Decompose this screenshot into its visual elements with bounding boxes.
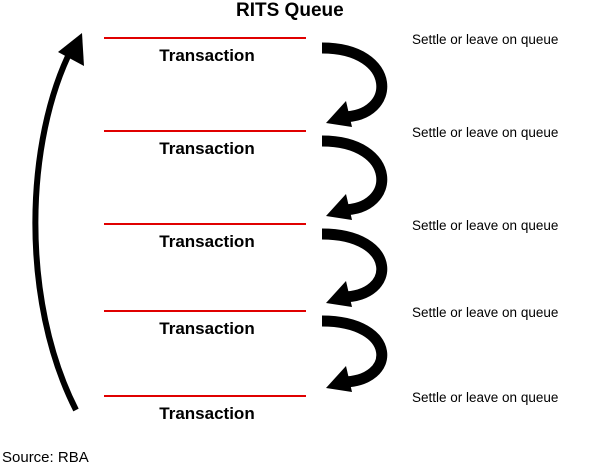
arrowhead-icon — [326, 281, 352, 307]
arrowhead-icon — [326, 366, 352, 392]
settle-label: Settle or leave on queue — [412, 390, 559, 405]
source-note: Source: RBA — [2, 449, 89, 466]
transaction-label: Transaction — [159, 319, 255, 338]
settle-label: Settle or leave on queue — [412, 305, 559, 320]
arrowhead-icon — [326, 194, 352, 220]
settle-arrow — [321, 135, 388, 216]
transaction-label: Transaction — [159, 139, 255, 158]
settle-label: Settle or leave on queue — [412, 218, 559, 233]
transaction-label: Transaction — [159, 232, 255, 251]
settle-arrow — [321, 42, 388, 123]
settle-arrow — [321, 315, 388, 388]
settle-label: Settle or leave on queue — [412, 32, 559, 47]
return-arrow — [32, 46, 79, 412]
settle-arrow — [321, 228, 388, 303]
transaction-label: Transaction — [159, 46, 255, 65]
return-arrowhead-icon — [58, 33, 84, 66]
settle-label: Settle or leave on queue — [412, 125, 559, 140]
diagram-title: RITS Queue — [236, 0, 344, 21]
arrowhead-icon — [326, 101, 352, 127]
transaction-label: Transaction — [159, 404, 255, 423]
